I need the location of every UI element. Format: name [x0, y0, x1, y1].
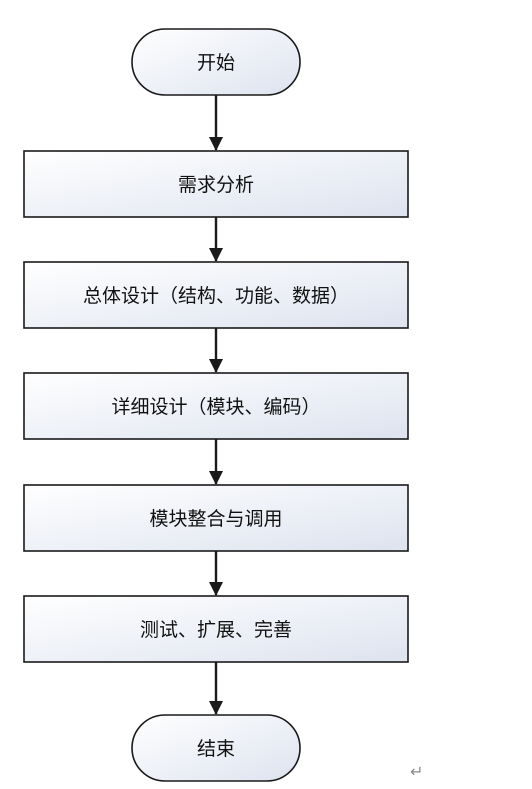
paragraph-return-mark: ↵: [410, 762, 424, 781]
node-end-label: 结束: [197, 738, 235, 760]
node-requirements-shape: [23, 150, 409, 218]
node-testing-shape: [23, 595, 409, 663]
node-integration: 模块整合与调用: [23, 484, 409, 552]
node-testing: 测试、扩展、完善: [23, 595, 409, 663]
node-overall-design-label: 总体设计（结构、功能、数据）: [83, 285, 349, 307]
node-integration-shape: [23, 484, 409, 552]
node-overall-design: 总体设计（结构、功能、数据）: [23, 261, 409, 329]
node-end: 结束: [131, 714, 301, 782]
node-integration-label: 模块整合与调用: [149, 508, 282, 530]
node-requirements-label: 需求分析: [178, 174, 254, 196]
node-start-shape: [131, 28, 301, 96]
node-start: 开始: [131, 28, 301, 96]
node-start-label: 开始: [197, 52, 235, 74]
node-detailed-design: 详细设计（模块、编码）: [23, 372, 409, 440]
node-testing-label: 测试、扩展、完善: [140, 619, 292, 641]
node-end-shape: [131, 714, 301, 782]
node-detailed-design-shape: [23, 372, 409, 440]
node-requirements: 需求分析: [23, 150, 409, 218]
node-overall-design-shape: [23, 261, 409, 329]
node-detailed-design-label: 详细设计（模块、编码）: [111, 396, 320, 418]
